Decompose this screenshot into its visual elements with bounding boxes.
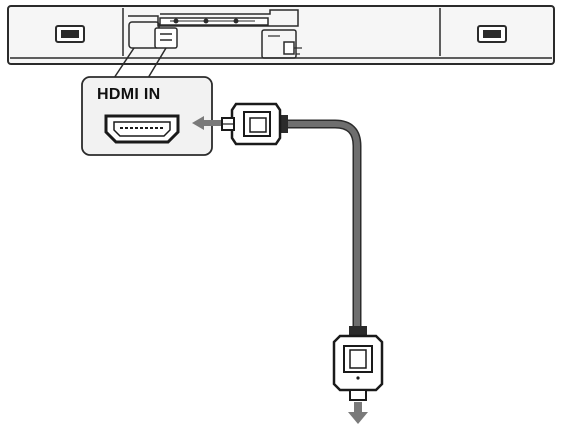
hdmi-plug-icon-bottom (332, 326, 384, 401)
hdmi-cable-fill (285, 121, 360, 330)
arrow-left-icon (192, 116, 222, 130)
hdmi-plug-icon (221, 102, 288, 146)
soundbar-rear-icon (7, 5, 555, 65)
callout-leader (113, 47, 167, 79)
arrow-down-icon (348, 402, 368, 424)
hdmi-cable (285, 119, 362, 330)
hdmi-port-icon (104, 114, 180, 144)
port-label: HDMI IN (97, 86, 161, 103)
